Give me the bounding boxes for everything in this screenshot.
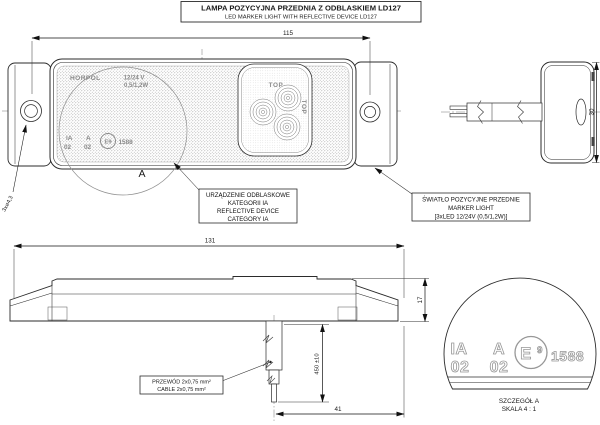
callout-reflective: URZĄDZENIE ODBLASKOWE KATEGORII IA REFLE… [173, 162, 298, 224]
wing-inner-left [9, 292, 53, 307]
break-mark [262, 334, 274, 344]
title-line1: LAMPA POZYCYJNA PRZEDNIA Z ODBLASKIEM LD… [201, 4, 401, 13]
detail-mark-a: A [493, 341, 505, 358]
foot-right [337, 306, 358, 321]
detail-region-circle [58, 66, 188, 196]
detail-mark-02-left: 02 [451, 359, 470, 376]
side-view: 30 [441, 61, 600, 164]
detail-e-mark-circle [514, 335, 548, 370]
cable-callout-leader [221, 362, 270, 382]
detail-mark-ia: IA [451, 341, 468, 358]
callout-box [198, 188, 298, 224]
mounting-hole-right-inner [364, 106, 376, 118]
mark-ia: IA [66, 135, 73, 142]
voltage-text: 12/24 V [124, 76, 145, 82]
led-1 [249, 98, 277, 126]
mark-a: A [86, 135, 91, 142]
mark-02-right: 02 [84, 144, 92, 151]
cable-callout-text: PRZEWÓD 2x0,75 mm² [152, 379, 211, 386]
profile-outline [9, 276, 399, 322]
mark-02-left: 02 [64, 144, 72, 151]
cable-sleeve [466, 102, 543, 122]
detail-mark-02-right: 02 [490, 359, 509, 376]
detail-boundary [443, 277, 597, 390]
top-marking-rotated: TOP [300, 100, 307, 115]
callout-leader [173, 162, 200, 191]
front-view: HORPOL 12/24 V 0,5/1,2W TOP TOP IA A 02 … [2, 49, 402, 196]
led-2 [274, 84, 302, 112]
title-line2: LED MARKER LIGHT WITH REFLECTIVE DEVICE … [225, 15, 377, 21]
power-text: 0,5/1,2W [124, 83, 148, 89]
callout-text: CATEGORY IA [228, 216, 270, 223]
detail-view: IA 02 A 02 E 9 1588 SZCZEGÓŁ A SKALA 4 :… [443, 277, 597, 413]
wire-1 [449, 105, 468, 110]
detail-scale: SKALA 4 : 1 [502, 406, 537, 413]
callout-marker: ŚWIATŁO POZYCYJNE PRZEDNIE MARKER LIGHT … [374, 167, 531, 222]
wing-inner-right [355, 292, 399, 307]
break-mark [517, 100, 525, 124]
top-marking: TOP [269, 82, 284, 89]
cable-wire-end [271, 383, 277, 403]
mounting-hole-left-inner [24, 104, 38, 118]
dim-17: 17 [417, 296, 424, 304]
detail-caption: SZCZEGÓŁ A [499, 396, 540, 405]
title-block: LAMPA POZYCYJNA PRZEDNIA Z ODBLASKIEM LD… [180, 1, 422, 23]
title-border [180, 1, 422, 23]
detail-letter-label: A [138, 168, 145, 180]
break-mark [262, 359, 274, 369]
callout-text: KATEGORII IA [228, 200, 269, 207]
dim-115: 115 [283, 30, 294, 37]
clip-tick-top [591, 72, 595, 81]
holes-leader [12, 124, 27, 193]
led-3 [273, 113, 301, 141]
cable-callout-box [139, 375, 224, 395]
break-mark [477, 100, 485, 124]
foot-left [47, 306, 68, 321]
profile-dimensions: 131 17 450 ±10 41 PRZEWÓD 2x0,75 mm² CAB… [13, 238, 429, 418]
e-mark-circle [100, 133, 116, 149]
profile-view [9, 276, 399, 421]
detail-e-number: 9 [537, 345, 543, 356]
dim-450: 450 ±10 [315, 353, 321, 375]
callout-text: ŚWIATŁO POZYCYJNE PRZEDNIE [422, 196, 520, 204]
dim-41: 41 [334, 406, 342, 413]
detail-e-letter: E [520, 345, 532, 363]
mounting-hole-left-outer [20, 100, 42, 122]
dim-holes: 3x⌀4,3 [1, 195, 14, 213]
cable-gland-oval [575, 98, 587, 126]
callout-box [411, 192, 531, 222]
dim-131: 131 [205, 238, 216, 245]
callout-text: [3xLED 12/24V (0,5/1,2W)] [435, 214, 508, 221]
side-body-inner [544, 65, 591, 160]
dim-30: 30 [589, 108, 596, 116]
cable-callout-text: CABLE 2x0,75 mm² [157, 387, 206, 393]
break-mark [266, 374, 276, 385]
approval-number: 1588 [119, 139, 134, 146]
clip-tick-bottom [591, 137, 595, 146]
wire-2 [449, 113, 468, 118]
callout-leader [374, 167, 413, 195]
callout-text: MARKER LIGHT [448, 205, 494, 212]
callout-text: URZĄDZENIE ODBLASKOWE [206, 192, 290, 199]
lens-inner-border [53, 62, 353, 166]
e-mark-text: E9 [104, 140, 112, 146]
detail-approval-number: 1588 [551, 348, 584, 364]
callout-text: REFLECTIVE DEVICE [217, 208, 279, 215]
mounting-hole-right-outer [359, 101, 381, 123]
brand-text: HORPOL [70, 75, 101, 82]
leader-dot [269, 360, 272, 364]
